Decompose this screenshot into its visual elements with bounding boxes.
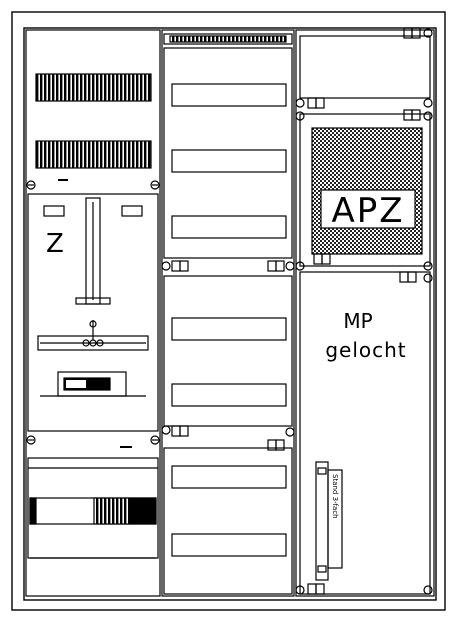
apz-panel bbox=[299, 113, 431, 267]
bolt-icon bbox=[26, 180, 160, 190]
apz-label: APZ bbox=[331, 191, 404, 231]
panel-upper bbox=[163, 47, 293, 259]
mp-label: MP bbox=[343, 309, 372, 333]
mp-gelocht-label: gelocht bbox=[325, 338, 406, 362]
panel-lower bbox=[163, 447, 293, 595]
busbar-strip-bottom bbox=[35, 140, 152, 169]
meter-label: Z bbox=[46, 229, 64, 259]
bolt-icon bbox=[26, 435, 160, 445]
hinge-row bbox=[161, 260, 295, 272]
rail-label: Stand 3-fach bbox=[331, 474, 339, 519]
right-column bbox=[295, 27, 435, 597]
hinge-row bbox=[161, 425, 295, 451]
meter-section bbox=[27, 193, 159, 432]
mp-panel bbox=[299, 271, 431, 595]
left-column bbox=[25, 29, 161, 597]
middle-column bbox=[161, 29, 295, 597]
panel-middle bbox=[163, 275, 293, 427]
panel-top-right bbox=[299, 35, 431, 99]
rail bbox=[315, 461, 329, 581]
busbar-strip-top bbox=[35, 73, 152, 102]
outer-frame bbox=[11, 11, 446, 611]
